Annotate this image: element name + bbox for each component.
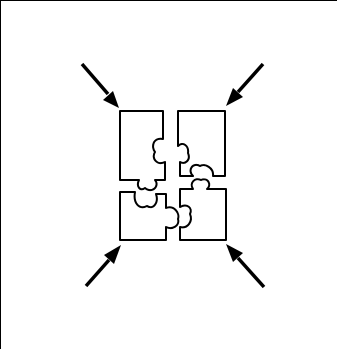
arrow-top-right [226,64,263,106]
arrow-top-left [82,64,119,108]
arrow-bottom-left [86,245,121,286]
top-left-piece [120,111,165,190]
arrow-bottom-right [226,244,264,287]
bottom-left-piece [120,192,178,240]
top-right-piece [178,111,225,176]
bottom-right-piece [180,179,226,240]
